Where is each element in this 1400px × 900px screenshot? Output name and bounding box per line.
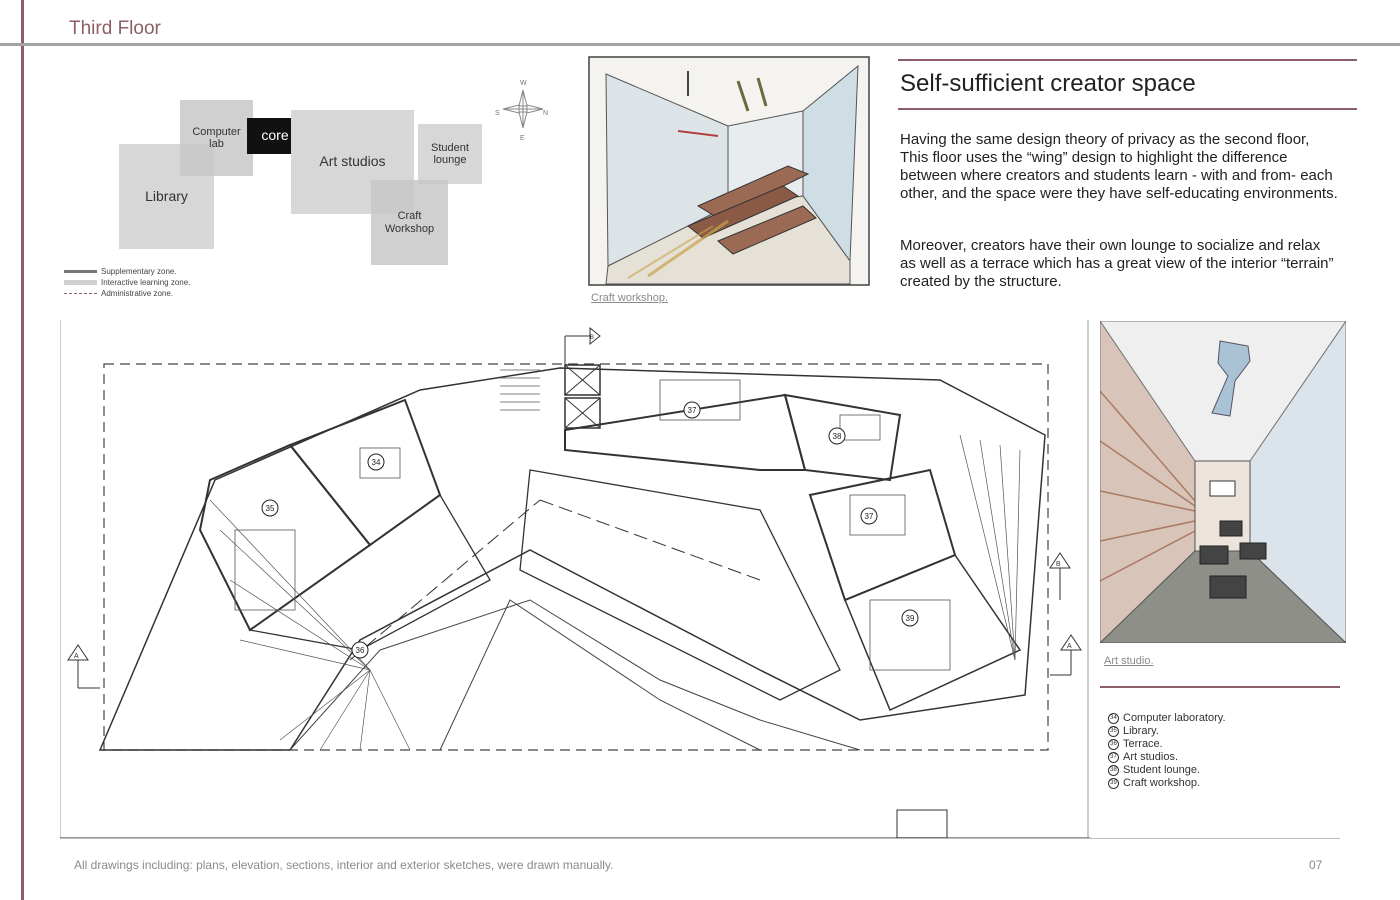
room-key-label: Library. bbox=[1123, 725, 1159, 737]
legend-label: Administrative zone. bbox=[101, 289, 174, 298]
plan-label-craft-workshop: 39 bbox=[906, 614, 915, 623]
legend-swatch-thick bbox=[64, 270, 97, 273]
room-key-item: 38 Student lounge. bbox=[1108, 764, 1200, 776]
left-margin-rule bbox=[21, 0, 24, 900]
room-key-item: 34 Computer laboratory. bbox=[1108, 712, 1226, 724]
room-key-number: 34 bbox=[1108, 712, 1119, 724]
heading-top-rule bbox=[898, 59, 1357, 61]
room-key-item: 39 Craft workshop. bbox=[1108, 777, 1200, 789]
zone-computer-lab-label: Computer lab bbox=[192, 125, 241, 150]
compass-left-label: S bbox=[495, 110, 500, 117]
section-heading: Self-sufficient creator space bbox=[900, 70, 1196, 97]
compass-top-label: W bbox=[520, 80, 527, 87]
room-key-number: 39 bbox=[1108, 777, 1119, 789]
legend-swatch-light bbox=[64, 280, 97, 285]
legend-supplementary: Supplementary zone. bbox=[64, 267, 177, 276]
zone-craft-workshop-label: Craft Workshop bbox=[384, 210, 435, 235]
legend-administrative: Administrative zone. bbox=[64, 289, 173, 298]
room-key-label: Computer laboratory. bbox=[1123, 712, 1226, 724]
body-paragraph-1: Having the same design theory of privacy… bbox=[900, 131, 1338, 202]
room-key-label: Terrace. bbox=[1123, 738, 1163, 750]
zone-craft-workshop: Craft Workshop bbox=[371, 180, 448, 265]
zone-library-label: Library bbox=[145, 187, 188, 204]
plan-label-art-studios-a: 37 bbox=[688, 406, 697, 415]
plan-section-a-left: A bbox=[74, 653, 79, 660]
room-key-number: 36 bbox=[1108, 738, 1119, 750]
plan-label-library: 35 bbox=[266, 504, 275, 513]
compass-icon: W N E S bbox=[495, 80, 548, 142]
plan-section-b-right: B bbox=[1056, 561, 1061, 568]
heading-bottom-rule bbox=[898, 108, 1357, 110]
body-paragraph-2: Moreover, creators have their own lounge… bbox=[900, 237, 1334, 290]
room-key-item: 37 Art studios. bbox=[1108, 751, 1178, 763]
key-top-rule bbox=[1100, 686, 1340, 688]
page-title: Third Floor bbox=[69, 18, 161, 39]
zone-student-lounge: Student lounge bbox=[418, 124, 482, 184]
zone-student-lounge-label: Student lounge bbox=[431, 141, 469, 166]
room-key-item: 35 Library. bbox=[1108, 725, 1159, 737]
zoning-diagram: Library Computer lab core Art studios St… bbox=[0, 0, 560, 310]
zone-core-label: core bbox=[261, 127, 289, 144]
plan-label-computer-lab: 34 bbox=[372, 458, 381, 467]
compass-bottom-label: E bbox=[520, 135, 525, 142]
plan-section-b-top: B bbox=[590, 335, 594, 341]
third-floor-plan: A A B B 34 35 36 37 38 37 39 bbox=[60, 320, 1090, 839]
room-key-number: 38 bbox=[1108, 764, 1119, 776]
plan-label-art-studios-b: 37 bbox=[865, 512, 874, 521]
room-key-item: 36 Terrace. bbox=[1108, 738, 1163, 750]
room-key-label: Craft workshop. bbox=[1123, 777, 1201, 789]
room-key-number: 37 bbox=[1108, 751, 1119, 763]
legend-swatch-dash bbox=[64, 293, 97, 294]
plan-label-student-lounge: 38 bbox=[833, 432, 842, 441]
plan-section-a-right: A bbox=[1067, 643, 1072, 650]
art-studio-sketch bbox=[1100, 321, 1346, 643]
legend-label: Supplementary zone. bbox=[101, 267, 177, 276]
page-number: 07 bbox=[1309, 858, 1323, 872]
legend-label: Interactive learning zone. bbox=[101, 278, 191, 287]
room-key-number: 35 bbox=[1108, 725, 1119, 737]
zone-art-studios-label: Art studios bbox=[319, 153, 386, 170]
room-key-label: Art studios. bbox=[1123, 751, 1179, 763]
art-studio-caption: Art studio. bbox=[1104, 655, 1154, 667]
room-key-label: Student lounge. bbox=[1123, 764, 1201, 776]
zone-computer-lab: Computer lab bbox=[180, 100, 253, 176]
footer-note: All drawings including: plans, elevation… bbox=[74, 858, 614, 872]
craft-workshop-caption: Craft workshop. bbox=[591, 292, 669, 304]
compass-right-label: N bbox=[543, 110, 548, 117]
header-rule bbox=[0, 43, 1400, 46]
plan-label-terrace: 36 bbox=[356, 646, 365, 655]
craft-workshop-sketch bbox=[588, 56, 870, 286]
footer-rule bbox=[60, 838, 1340, 839]
legend-interactive: Interactive learning zone. bbox=[64, 278, 190, 287]
